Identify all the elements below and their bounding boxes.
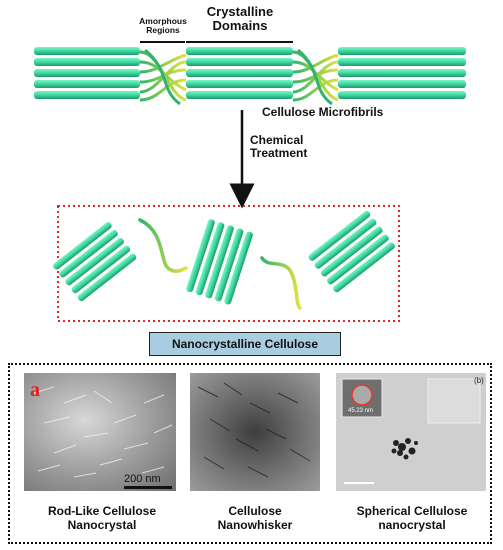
scale-bar [124,486,172,489]
caption-nanowhisker: Cellulose Nanowhisker [217,504,293,532]
crystalline-domains-label: Crystalline Domains [206,4,274,34]
panel-tag-b: (b) [474,376,484,385]
nanocrystal-box [57,205,400,322]
tem-panel-frame [8,363,492,544]
cellulose-microfibrils-label: Cellulose Microfibrils [262,105,384,119]
tem-image-spherical [336,373,486,491]
diagram-canvas [34,41,466,322]
tem-image-nanowhisker [190,373,320,491]
caption-rod-like: Rod-Like Cellulose Nanocrystal [47,504,157,532]
nanocrystal-bundle-1 [53,222,137,302]
nanocrystal-bundle-2 [186,219,253,305]
nanocrystalline-cellulose-label: Nanocrystalline Cellulose [149,332,341,356]
free-chain-1 [138,218,188,273]
microfibril-block-right [338,47,466,99]
tem-image-rod-like [24,373,176,491]
chemical-treatment-label: Chemical Treatment [250,133,308,161]
microfibril-block-middle [186,47,293,99]
amorphous-region-right [292,48,339,106]
amorphous-region-left [139,48,187,106]
scale-bar-label: 200 nm [124,473,161,485]
caption-spherical: Spherical Cellulose nanocrystal [356,504,468,532]
microfibril-block-left [34,47,140,99]
nanocrystal-bundle-3 [308,210,395,293]
panel-letter-a: a [30,379,40,401]
amorphous-regions-label: Amorphous Regions [139,16,187,36]
inset-scale-label: 45.23 nm [348,408,374,414]
free-chain-2 [260,256,302,310]
